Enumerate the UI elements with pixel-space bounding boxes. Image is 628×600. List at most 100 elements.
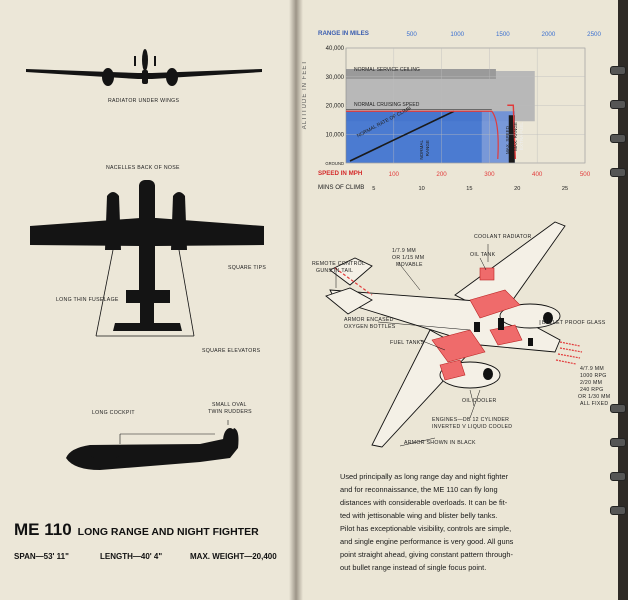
binder-ring	[610, 100, 626, 109]
label-guns-in-tail: GUNS IN TAIL	[316, 268, 354, 274]
label-oil-tank: OIL TANK	[470, 252, 496, 258]
label-small-oval: SMALL OVAL	[212, 402, 247, 408]
speed-tick-label: 100	[389, 171, 400, 178]
range-tick-label: 1500	[496, 31, 510, 38]
y-tick-label: 40,000	[326, 46, 345, 52]
climb-tick-label: 5	[372, 186, 375, 192]
max-speed-curve	[507, 104, 516, 160]
label-oil-cooler: OIL COOLER	[462, 398, 497, 404]
range-tick-label: 500	[406, 31, 417, 38]
label-guns-1: 4/7.9 MM	[580, 366, 605, 372]
top-view-silhouette	[30, 180, 264, 331]
cutaway-fuel-tanks	[431, 267, 523, 381]
description-paragraph: Used principally as long range day and n…	[340, 470, 610, 574]
label-movable-3: MOVABLE	[396, 262, 423, 268]
y-tick-label: GROUND	[325, 161, 344, 166]
max-range-edge	[508, 115, 515, 163]
label-guns-3: 2/20 MM	[580, 380, 603, 386]
description-line: out bullet range instead of single focus…	[340, 563, 487, 572]
y-tick-label: 10,000	[326, 132, 345, 138]
label-radiator: RADIATOR UNDER WINGS	[108, 98, 180, 104]
aircraft-role: LONG RANGE AND NIGHT FIGHTER	[77, 526, 259, 538]
ceiling-strip	[346, 69, 496, 79]
label-nacelles: NACELLES BACK OF NOSE	[106, 165, 180, 171]
cutaway-armor	[474, 312, 553, 380]
label-twin-rudders: TWIN RUDDERS	[208, 409, 252, 415]
label-engines-1: ENGINES—DB 12 CYLINDER	[432, 417, 510, 423]
page-edge	[618, 0, 628, 600]
label-armor-encased: ARMOR ENCASED	[344, 317, 394, 323]
label-coolant-radiator: COOLANT RADIATOR	[474, 234, 532, 240]
climb-tick-label: 10	[418, 186, 424, 192]
label-long-thin-fuselage: LONG THIN FUSELAGE	[56, 297, 119, 303]
speed-tick-label: 400	[532, 171, 543, 178]
cutaway-leaders	[335, 244, 541, 447]
description-line: ted with jettisonable wing and blister b…	[340, 511, 498, 520]
label-guns-6: ALL FIXED	[580, 401, 609, 407]
label-guns-4: 240 RPG	[580, 387, 604, 393]
front-view-silhouette	[26, 49, 262, 86]
speed-tick-label: 200	[436, 171, 447, 178]
annotation-cruising-speed: NORMAL CRUISING SPEED	[354, 102, 420, 108]
climb-tick-label: 15	[466, 186, 472, 192]
description-line: point straight ahead, giving constant pa…	[340, 550, 513, 559]
description-line: and for reconnaissance, the ME 110 can f…	[340, 485, 498, 494]
silhouette-views	[26, 49, 264, 470]
climb-tick-label: 25	[562, 186, 568, 192]
cutaway-gun-fire	[334, 267, 583, 365]
climb-tick-label: 20	[514, 186, 520, 192]
binder-ring	[610, 404, 626, 413]
range-tick-label: 2500	[587, 31, 601, 38]
speed-tick-label: 500	[580, 171, 591, 178]
range-tick-label: 1000	[450, 31, 464, 38]
label-guns-5: OR 1/30 MM	[578, 394, 611, 400]
climb-axis-label: MINS OF CLIMB	[318, 184, 365, 191]
label-fuel-tanks: FUEL TANKS	[390, 340, 425, 346]
speed-axis-label: SPEED IN MPH	[318, 170, 363, 177]
cruise-speed-curve	[346, 110, 499, 160]
description-line: Used principally as long range day and n…	[340, 472, 509, 481]
binder-ring	[610, 506, 626, 515]
normal-range-area	[346, 111, 482, 163]
description-line: distances with considerable overloads. I…	[340, 498, 508, 507]
left-page: RADIATOR UNDER WINGS NACELLES BACK OF NO…	[0, 0, 296, 600]
label-bullet-proof-glass: BULLET PROOF GLASS	[542, 320, 606, 326]
label-long-cockpit: LONG COCKPIT	[92, 410, 135, 416]
aircraft-name: ME 110	[14, 520, 72, 539]
label-oxygen-bottles: OXYGEN BOTTLES	[344, 324, 396, 330]
binder-ring	[610, 134, 626, 143]
label-square-tips: SQUARE TIPS	[228, 265, 267, 271]
book-gutter	[289, 0, 303, 600]
speed-tick-label: 300	[484, 171, 495, 178]
description-line: Pilot has exceptionable visibility, cont…	[340, 524, 512, 533]
description-line: and single engine performance is very go…	[340, 537, 514, 546]
spec-length: LENGTH—40' 4"	[100, 552, 163, 561]
label-movable-1: 1/7.9 MM	[392, 248, 417, 254]
label-remote-control: REMOTE CONTROL	[312, 261, 366, 267]
label-engines-2: INVERTED V LIQUID COOLED	[432, 424, 513, 430]
top-view-leaders	[95, 249, 195, 337]
label-movable-2: OR 1/15 MM	[392, 255, 425, 261]
spec-max-weight: MAX. WEIGHT—20,400	[190, 552, 277, 561]
binder-ring	[610, 168, 626, 177]
label-armor-black: ARMOR SHOWN IN BLACK	[404, 440, 476, 446]
label-guns-2: 1000 RPG	[580, 373, 607, 379]
binder-ring	[610, 472, 626, 481]
spec-span: SPAN—53' 11"	[14, 552, 69, 561]
side-view-leaders	[119, 420, 229, 444]
binder-ring	[610, 66, 626, 75]
annotation-service-ceiling: NORMAL SERVICE CEILING	[354, 67, 420, 73]
range-tick-label: 2000	[542, 31, 556, 38]
cutaway-airframe	[325, 221, 566, 448]
y-tick-label: 20,000	[326, 104, 345, 110]
side-view-silhouette	[66, 428, 239, 470]
range-axis-label: RANGE IN MILES	[318, 30, 369, 37]
rate-of-climb-line	[349, 110, 455, 162]
aircraft-title: ME 110 LONG RANGE AND NIGHT FIGHTER	[14, 520, 259, 540]
label-square-elevators: SQUARE ELEVATORS	[202, 348, 261, 354]
y-tick-label: 30,000	[326, 75, 345, 81]
binder-ring	[610, 438, 626, 447]
